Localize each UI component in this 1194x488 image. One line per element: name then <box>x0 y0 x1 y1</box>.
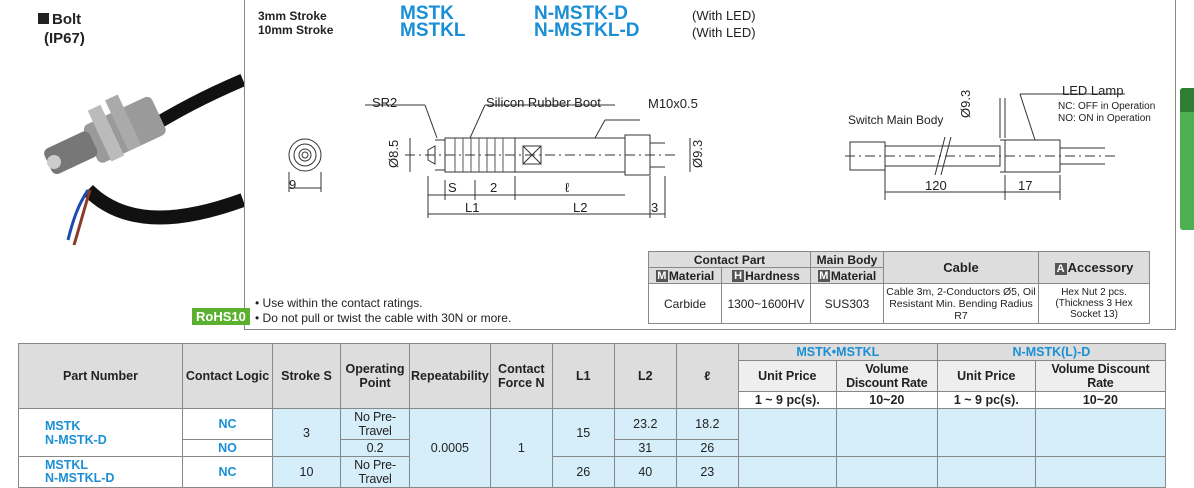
code-mstk: MSTK <box>400 3 454 24</box>
qty-1-9-b: 1 ~ 9 pc(s). <box>936 391 1036 409</box>
note-cable-pull: • Do not pull or twist the cable with 30… <box>255 311 512 325</box>
qty-10-20-a: 10~20 <box>835 391 938 409</box>
rohs-badge: RoHS10 <box>192 308 250 325</box>
hdr-contact-force: Contact Force N <box>489 343 553 409</box>
label-switch-body: Switch Main Body <box>848 113 944 127</box>
stroke-label-3: 3mm Stroke <box>258 9 327 23</box>
stroke-mstk: 3 <box>272 408 341 457</box>
hdr-ell: ℓ <box>675 343 739 409</box>
product-name: Bolt <box>38 11 81 28</box>
hdr-cable: Cable <box>883 251 1039 284</box>
hdr-part-number: Part Number <box>18 343 183 409</box>
val-cable: Cable 3m, 2-Conductors Ø5, Oil Resistant… <box>883 283 1039 324</box>
stroke-mstkl: 10 <box>272 456 341 488</box>
side-tab[interactable] <box>1180 88 1194 230</box>
price-cell-5 <box>737 456 837 488</box>
price-table: Part Number Contact Logic Stroke S Opera… <box>18 343 1167 488</box>
price-cell-3 <box>936 408 1036 457</box>
hdr-unit-price-1: Unit Price <box>737 360 837 392</box>
hdr-vol-disc-1: Volume Discount Rate <box>835 360 938 392</box>
led-note-2: (With LED) <box>692 25 756 40</box>
dim-17: 17 <box>1018 178 1033 193</box>
dim-d93b: Ø9.3 <box>958 89 973 118</box>
op-mstk-nc: No Pre-Travel <box>340 408 410 440</box>
hdr-vol-disc-2: Volume Discount Rate <box>1034 360 1167 392</box>
price-cell-4 <box>1034 408 1167 457</box>
qty-1-9-a: 1 ~ 9 pc(s). <box>737 391 837 409</box>
note-contact-ratings: • Use within the contact ratings. <box>255 296 423 310</box>
l1-mstkl: 26 <box>551 456 615 488</box>
hdr-l2: L2 <box>613 343 677 409</box>
op-mstkl: No Pre-Travel <box>340 456 410 488</box>
side-tab-top <box>1180 88 1194 112</box>
op-mstk-no: 0.2 <box>340 439 410 457</box>
product-photo-cell: Bolt (IP67) RoHS10 <box>18 0 250 330</box>
ell-mstk-no: 26 <box>675 439 739 457</box>
label-thread: M10x0.5 <box>648 96 698 111</box>
hdr-l1: L1 <box>551 343 615 409</box>
hdr-contact-logic: Contact Logic <box>182 343 273 409</box>
code-n-mstkl-d: N-MSTKL-D <box>534 20 640 41</box>
product-photo <box>44 74 244 246</box>
l2-mstkl: 40 <box>613 456 677 488</box>
l2-mstk-nc: 23.2 <box>613 408 677 440</box>
dim-l1: L1 <box>465 200 480 215</box>
hdr-main-body: Main Body <box>810 251 884 268</box>
val-hardness: 1300~1600HV <box>721 283 811 324</box>
val-material: Carbide <box>648 283 722 324</box>
price-cell-8 <box>1034 456 1167 488</box>
dim-d93: Ø9.3 <box>690 139 705 168</box>
no-note: NO: ON in Operation <box>1058 113 1151 124</box>
stroke-label-10: 10mm Stroke <box>258 23 334 37</box>
dim-120: 120 <box>925 178 947 193</box>
contact-force: 1 <box>489 408 553 488</box>
val-body: SUS303 <box>810 283 884 324</box>
repeatability: 0.0005 <box>409 408 491 488</box>
logic-mstk-no: NO <box>182 439 273 457</box>
price-cell-7 <box>936 456 1036 488</box>
hdr-group-nmstk: N-MSTK(L)-D <box>936 343 1167 361</box>
code-n-mstk-d: N-MSTK-D <box>534 3 628 24</box>
ell-mstk-nc: 18.2 <box>675 408 739 440</box>
label-boot: Silicon Rubber Boot <box>486 95 601 110</box>
code-mstkl: MSTKL <box>400 20 466 41</box>
logic-mstkl-nc: NC <box>182 456 273 488</box>
price-cell-2 <box>835 408 938 457</box>
dim-2: 2 <box>490 180 498 195</box>
ell-mstkl: 23 <box>675 456 739 488</box>
product-rating: (IP67) <box>44 30 85 47</box>
hdr-stroke: Stroke S <box>272 343 341 409</box>
dim-s: S <box>448 180 457 195</box>
val-accessory: Hex Nut 2 pcs. (Thickness 3 Hex Socket 1… <box>1038 283 1150 324</box>
hdr-repeatability: Repeatability <box>409 343 491 409</box>
nc-note: NC: OFF in Operation <box>1058 101 1156 112</box>
label-sr2: SR2 <box>372 95 398 110</box>
logic-mstk-nc: NC <box>182 408 273 440</box>
l1-mstk: 15 <box>551 408 615 457</box>
technical-drawing <box>288 93 1125 218</box>
l2-mstk-no: 31 <box>613 439 677 457</box>
dim-3: 3 <box>651 200 659 215</box>
led-note-1: (With LED) <box>692 8 756 23</box>
dim-9: 9 <box>289 177 297 192</box>
label-led-lamp: LED Lamp <box>1062 83 1124 98</box>
hdr-unit-price-2: Unit Price <box>936 360 1036 392</box>
price-cell-6 <box>835 456 938 488</box>
hdr-contact-part: Contact Part <box>648 251 811 268</box>
hdr-group-mstk: MSTK•MSTKL <box>737 343 938 361</box>
hdr-operating-point: Operating Point <box>340 343 410 409</box>
price-cell-1 <box>737 408 837 457</box>
dim-d85: Ø8.5 <box>386 139 401 168</box>
dim-ell: ℓ <box>565 180 570 195</box>
qty-10-20-b: 10~20 <box>1034 391 1167 409</box>
dim-l2: L2 <box>573 200 588 215</box>
